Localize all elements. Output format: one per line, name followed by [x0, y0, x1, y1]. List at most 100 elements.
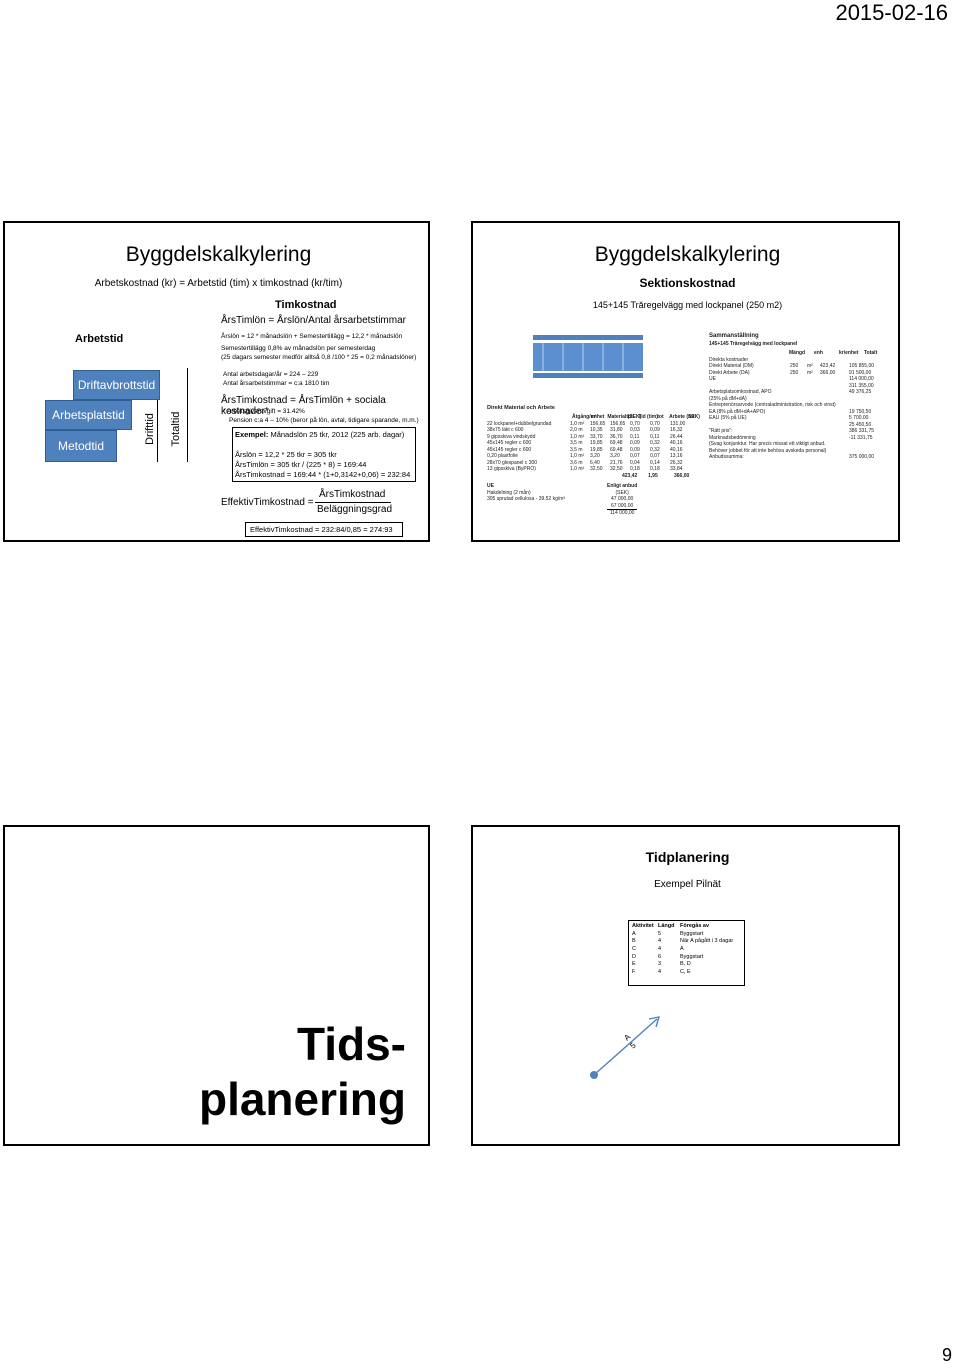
social-note-1: * Arbetsgivaravgift = 31.42%: [223, 408, 305, 415]
summary-row: Entreprenörsarvode (centraladministratio…: [709, 402, 889, 409]
example-line-2: ÅrsTimlön = 305 tkr / (225 * 8) = 169:44: [235, 460, 367, 469]
direct-cost-cell: 0,03: [630, 427, 640, 434]
direct-cost-col-header: tot: [688, 414, 695, 421]
summary-cell: 5 700,00: [849, 415, 869, 422]
summary-cell: [790, 454, 804, 461]
direct-cost-cell: 156,65: [610, 420, 626, 427]
direct-cost-cell: 3,20: [610, 453, 620, 460]
summary-row: Behöver jobbet för att inte behöva avske…: [709, 448, 889, 455]
direct-cost-cell: 0,07: [630, 453, 640, 460]
summary-cell: 114 000,00: [849, 376, 874, 383]
stair-driftavbrottstid: Driftavbrottstid: [73, 370, 160, 400]
summary-cell: 375 000,00: [849, 454, 875, 461]
direct-cost-cell: 3,6 m: [570, 459, 583, 466]
timkostnad-heading: Timkostnad: [275, 299, 337, 311]
example-box: Exempel: Månadslön 25 tkr, 2012 (225 arb…: [232, 427, 416, 482]
summary-cell: Direkt Material (DM): [709, 363, 754, 370]
summary-cell: Anbudssumma:: [709, 454, 744, 461]
ue-row-name: 305 sprutad cellulosa - 39.52 kg/m³: [487, 496, 566, 503]
direct-cost-cell: 1,0 m²: [570, 466, 585, 473]
direct-cost-cell: 32,50: [610, 466, 623, 473]
tidsplanering-line-1: Tids-: [296, 1018, 406, 1070]
direct-cost-cell: 156,65: [590, 420, 606, 427]
activity-col-header: Föregås av: [680, 923, 710, 929]
summary-cell: 311 355,00: [849, 382, 874, 389]
slide-tidsplanering: Tids- planering: [3, 825, 430, 1146]
ue-col-head: Enligt anbud: [607, 483, 638, 490]
direct-cost-cell: 33,84: [670, 466, 683, 473]
ue-total: 114 000,00: [607, 509, 638, 517]
summary-cell: "Rätt pris":: [709, 428, 733, 435]
direct-cost-col-header: tot: [626, 414, 633, 421]
summary-row: (Svag konjunktur. Har precis missat ett …: [709, 441, 889, 448]
drifttid-line: [157, 400, 158, 462]
start-node: [590, 1071, 598, 1079]
summary-cell: Entreprenörsarvode (centraladministratio…: [709, 402, 836, 409]
direct-cost-cell: 69,48: [610, 446, 623, 453]
summary-cell: (25% på dM+dA): [709, 395, 747, 402]
arbetstid-label: Arbetstid: [75, 333, 124, 345]
summary-cell: EAU (5% på UE): [709, 415, 747, 422]
direct-cost-cell: 0,18: [650, 466, 660, 473]
slide1-subtitle: Arbetskostnad (kr) = Arbetstid (tim) x t…: [94, 278, 343, 289]
direct-cost-cell: 131,00: [670, 420, 686, 427]
direct-cost-cell: 0,70: [630, 420, 640, 427]
direct-cost-cell: 19,85: [590, 446, 603, 453]
slide2-subtitle: Sektionskostnad: [639, 276, 736, 290]
direct-cost-cell: 0,07: [650, 453, 660, 460]
direct-cost-cell: 3,20: [590, 453, 600, 460]
summary-cell: [807, 454, 817, 461]
ue-row-value: 67 000,00: [611, 502, 634, 509]
activity-cell: C: [632, 946, 636, 953]
summary-cell: 91 500,00: [849, 369, 872, 376]
direct-cost-cell: 21,76: [610, 459, 623, 466]
summary-cell: [820, 454, 846, 461]
activity-cell: 6: [658, 953, 662, 960]
summary-row: Direkta kostnader: [709, 357, 889, 364]
direct-cost-cell: 3,5 m: [570, 446, 583, 453]
direct-cost-col-header: Arbete (SEK): [669, 414, 700, 421]
direct-cost-cell: 0,32: [650, 440, 660, 447]
wall-section-illustration: [533, 335, 643, 378]
activity-cell: 3: [658, 961, 662, 968]
totaltid-label: Totaltid: [170, 411, 182, 447]
timkostnad-formula: ÅrsTimkostnad = ÅrsTimlön + sociala kost…: [221, 395, 386, 417]
direct-cost-cell: 1,0 m²: [570, 433, 585, 440]
direct-cost-cell: 1,0 m²: [570, 420, 585, 427]
effektiv-fraction-bar: [315, 502, 391, 503]
activity-cell: A: [632, 930, 636, 937]
example-label: Exempel:: [235, 430, 269, 439]
activity-cell: A: [680, 946, 684, 953]
ue-label: UE: [487, 483, 494, 490]
ue-col-unit: (SEK): [615, 489, 629, 496]
arsarbetstimmar-line: Antal årsarbetstimmar = c:a 1810 tim: [223, 380, 330, 387]
summary-cell: Direkta kostnader: [709, 356, 749, 363]
activity-cell: 4: [658, 969, 662, 976]
semester-line-1: Semestertillägg 0,8% av månadslön per se…: [221, 345, 376, 352]
summary-row: Anbudssumma: 375 000,00: [709, 454, 889, 461]
direct-cost-cell: 28x70 glespanel c 300: [487, 459, 538, 466]
summary-row: (25% på dM+dA): [709, 396, 889, 403]
summary-cell: (Svag konjunktur. Har precis missat ett …: [709, 441, 826, 448]
direct-cost-cell: 31,80: [610, 427, 623, 434]
timlon-formula: ÅrsTimlön = Årslön/Antal årsarbetstimmar: [221, 315, 406, 326]
direct-cost-cell: 0,11: [630, 433, 640, 440]
direct-cost-total-cell: 366,00: [674, 472, 690, 479]
summary-cell: -11 331,75: [849, 434, 873, 441]
summary-row: 25 450,50: [709, 422, 889, 429]
direct-cost-cell: 45x145 regler c 600: [487, 440, 532, 447]
example-line-1: Årslön = 12,2 * 25 tkr = 305 tkr: [235, 450, 337, 459]
direct-cost-cell: 40,16: [670, 440, 683, 447]
effektiv-lhs: EffektivTimkostnad =: [221, 497, 314, 508]
